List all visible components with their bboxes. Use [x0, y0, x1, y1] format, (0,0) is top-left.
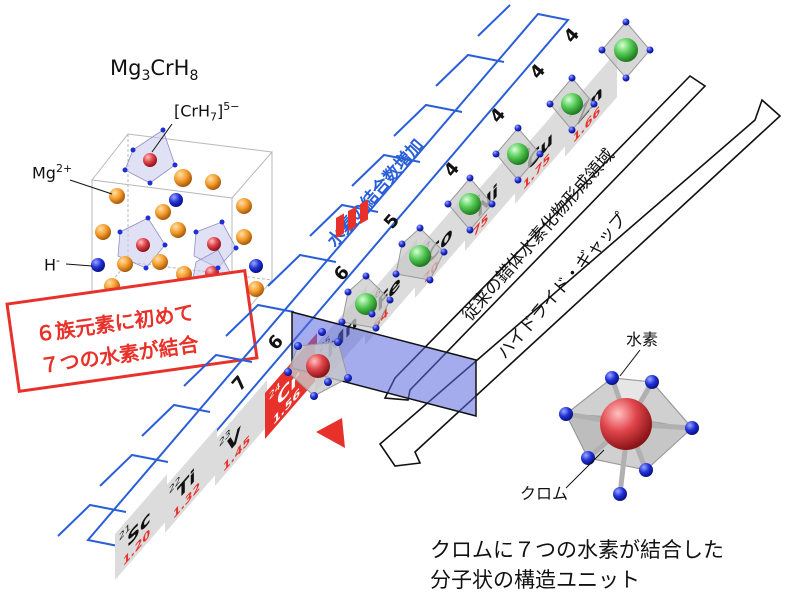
hydrogen-atom [639, 463, 653, 477]
hydrogen-atom [559, 407, 573, 421]
compound-formula: Mg3CrH8 [110, 56, 198, 84]
formula-sub1: 3 [141, 68, 151, 85]
crh7-base: [CrH [174, 101, 211, 121]
atomic-number: 22 [169, 473, 180, 497]
mg-label: Mg2+ [32, 162, 72, 182]
h-atoms-cell [91, 193, 263, 273]
leader-lines [65, 123, 173, 267]
hydrogen-atom [613, 487, 627, 501]
formula-mid: CrH [150, 56, 190, 80]
arrow-number-label: 4 [560, 24, 584, 47]
hydrogen-atom [645, 375, 659, 389]
arrow-number-label: 4 [486, 104, 510, 127]
chromium-label: クロム [520, 484, 569, 503]
formula-sub2: 8 [189, 68, 199, 85]
arrow-number-label: 5 [380, 210, 404, 233]
h-label: H- [44, 254, 60, 274]
mg-charge: 2+ [55, 162, 73, 175]
atomic-number: 21 [119, 520, 130, 544]
h-charge: - [56, 254, 61, 267]
arrow-number-label: 6 [330, 262, 354, 285]
hydrogen-atom [581, 451, 595, 465]
crh7-sub: 7 [210, 110, 218, 124]
caption-line1: クロムに７つの水素が結合した [430, 538, 724, 562]
hydrogen-atom [605, 371, 619, 385]
region-arrows [378, 74, 782, 467]
crh7-charge: 5− [223, 100, 240, 113]
hydrogen-atom [685, 421, 699, 435]
atomic-number: 23 [219, 426, 230, 450]
crh7-molecule [559, 349, 699, 501]
arrow-number-label: 7 [228, 372, 252, 395]
hydrogen-label: 水素 [626, 330, 659, 349]
mg-atoms [95, 169, 264, 298]
callout-box [5, 269, 259, 393]
element-tile-v: 23 V 1.45 [215, 380, 267, 486]
formula-base: Mg [110, 56, 142, 80]
element-tile-sc: 21 Sc 1.20 [115, 474, 167, 580]
crh7-bracket: ] [217, 101, 224, 121]
tile-polyhedra [284, 18, 654, 400]
chromium-atom [600, 398, 652, 450]
crh7-label: [CrH7]5− [174, 100, 240, 124]
mg-base: Mg [32, 163, 56, 183]
cr-emphasis-arrow [316, 199, 368, 448]
caption-line2: 分子状の構造ユニット [430, 568, 640, 592]
atomic-number: 24 [269, 379, 280, 403]
element-tile-ti: 22 Ti 1.32 [165, 427, 217, 533]
arrow-number-label: 4 [440, 158, 464, 181]
h-base: H [44, 255, 57, 275]
